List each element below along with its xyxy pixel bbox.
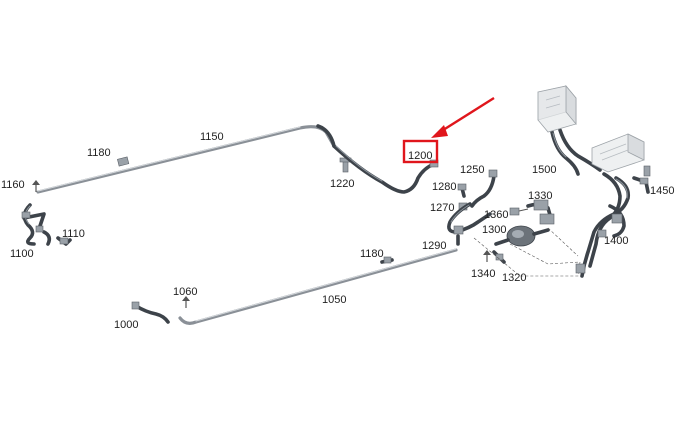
- module-upper: [537, 84, 577, 133]
- label-1280: 1280: [432, 181, 456, 193]
- label-1150: 1150: [200, 131, 224, 143]
- fitting-1110: [56, 236, 72, 246]
- pump-1300: [494, 225, 550, 247]
- label-1450: 1450: [650, 185, 674, 197]
- fitting-1180-lower: [380, 256, 394, 264]
- fitting-1450: [632, 165, 651, 194]
- label-1050: 1050: [322, 294, 346, 306]
- tube-1050: [178, 248, 458, 325]
- highlight-box: [402, 139, 439, 164]
- tube-1150: [36, 124, 336, 194]
- label-1400: 1400: [604, 235, 628, 247]
- label-1100: 1100: [10, 248, 34, 260]
- label-1180-upper: 1180: [87, 147, 111, 159]
- label-1360: 1360: [484, 209, 508, 221]
- label-1110: 1110: [62, 228, 85, 240]
- label-1300: 1300: [482, 224, 506, 236]
- module-lower: [591, 133, 645, 173]
- label-1270: 1270: [430, 202, 454, 214]
- bracket-1330: [526, 199, 555, 225]
- hose-assembly-1100: [21, 203, 52, 246]
- arrow-1340: [483, 250, 491, 262]
- label-1220: 1220: [330, 178, 354, 190]
- label-1060: 1060: [173, 286, 197, 298]
- label-1340: 1340: [471, 268, 495, 280]
- fitting-1360: [509, 207, 529, 216]
- label-1180-lower: 1180: [360, 248, 384, 260]
- highlight-arrow: [431, 96, 495, 138]
- hose-1500: [550, 128, 602, 176]
- assembly-dashed-lines: [473, 227, 581, 277]
- label-1250: 1250: [460, 164, 484, 176]
- label-1290: 1290: [422, 240, 446, 252]
- arrow-1060: [182, 296, 190, 308]
- hose-1000: [131, 301, 170, 324]
- hose-1290: [447, 202, 492, 246]
- hose-1250: [470, 169, 498, 208]
- fitting-1280: [457, 183, 467, 198]
- hose-bundle-1400: [575, 172, 631, 278]
- label-1000: 1000: [114, 319, 138, 331]
- fitting-1320: [492, 250, 506, 264]
- label-1200: 1200: [408, 150, 432, 162]
- label-1500: 1500: [532, 164, 556, 176]
- arrow-1160: [32, 180, 40, 192]
- hose-1200: [332, 144, 439, 194]
- label-1330: 1330: [528, 190, 552, 202]
- label-1160: 1160: [1, 179, 25, 191]
- label-1320: 1320: [502, 272, 526, 284]
